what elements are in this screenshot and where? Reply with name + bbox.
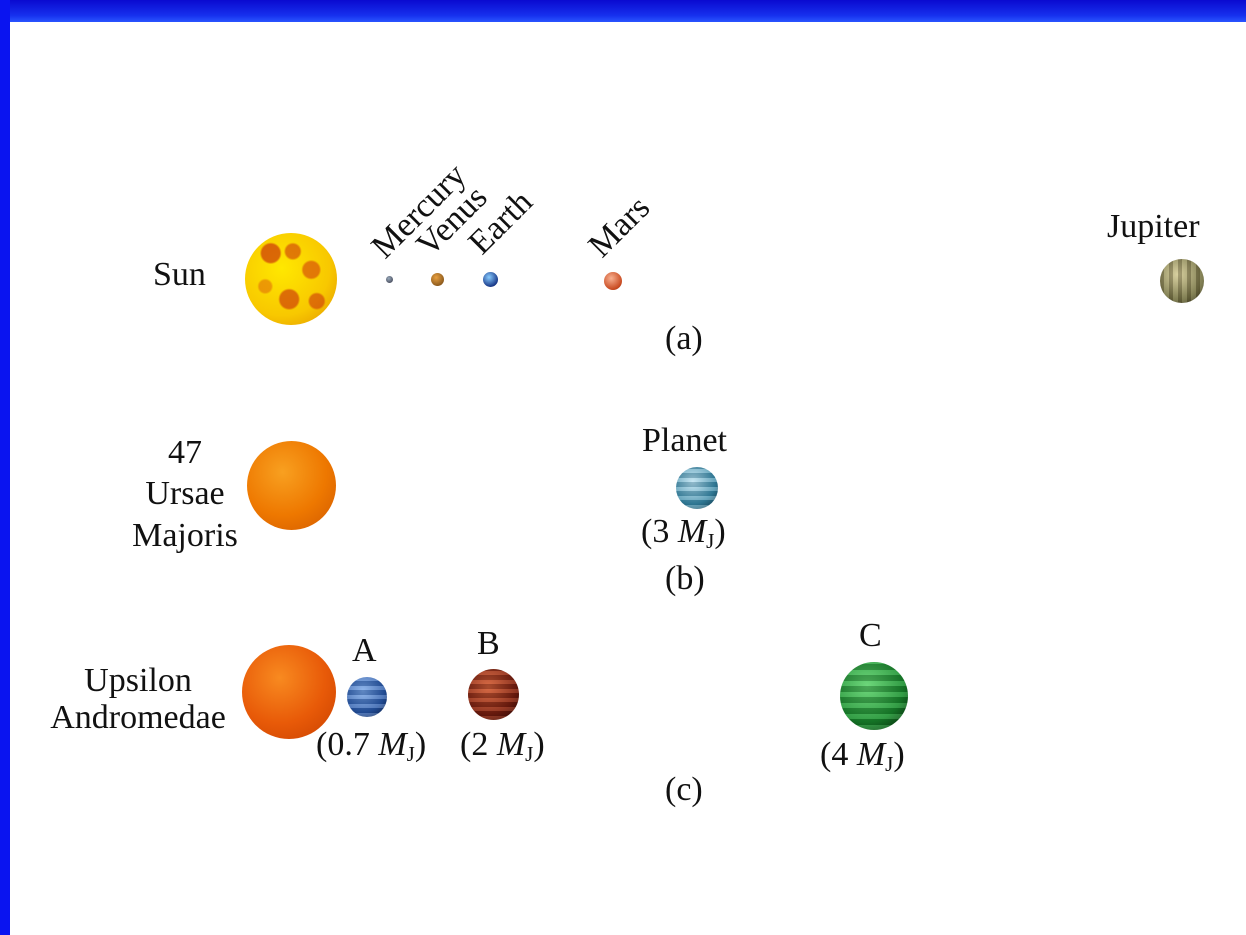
- mars-label: Mars: [581, 189, 658, 265]
- planet-c-label: C: [859, 617, 882, 654]
- star-label-line: 47: [168, 434, 202, 471]
- sun-disk: [245, 233, 337, 325]
- caption-c: (c): [665, 771, 703, 808]
- planet-a-label: A: [352, 632, 377, 669]
- frame-left-bar: [0, 0, 10, 935]
- star-label-ups-and: Upsilon Andromedae: [28, 662, 248, 737]
- planet-b-disk: [468, 669, 519, 720]
- frame-top-bar: [0, 0, 1246, 22]
- planet-47-uma-b-disk: [676, 467, 718, 509]
- star-ups-and-disk: [242, 645, 336, 739]
- star-47-uma-disk: [247, 441, 336, 530]
- caption-a: (a): [665, 320, 703, 357]
- jupiter-label: Jupiter: [1107, 208, 1200, 245]
- diagram-panel: Sun Mercury Venus Earth Mars Jupiter (a)…: [10, 22, 1246, 935]
- star-label-47-uma: 47 Ursae Majoris: [120, 432, 250, 556]
- mars-disk: [604, 272, 622, 290]
- star-label-line: Andromedae: [50, 699, 226, 737]
- jupiter-disk: [1160, 259, 1204, 303]
- planet-a-disk: [347, 677, 387, 717]
- planet-b-mass-label: (2 MJ): [460, 726, 545, 766]
- sun-label: Sun: [153, 256, 206, 293]
- planet-c-mass-label: (4 MJ): [820, 736, 905, 776]
- planet-mass-label: (3 MJ): [641, 513, 726, 553]
- earth-disk: [483, 272, 498, 287]
- star-label-line: Majoris: [132, 516, 238, 554]
- mercury-disk: [386, 276, 393, 283]
- venus-disk: [431, 273, 444, 286]
- star-label-line: Ursae: [145, 475, 225, 513]
- star-label-line: Upsilon: [84, 662, 192, 699]
- planet-b-label: B: [477, 625, 500, 662]
- caption-b: (b): [665, 560, 705, 597]
- planet-a-mass-label: (0.7 MJ): [316, 726, 427, 766]
- planet-label: Planet: [642, 422, 727, 459]
- planet-c-disk: [840, 662, 908, 730]
